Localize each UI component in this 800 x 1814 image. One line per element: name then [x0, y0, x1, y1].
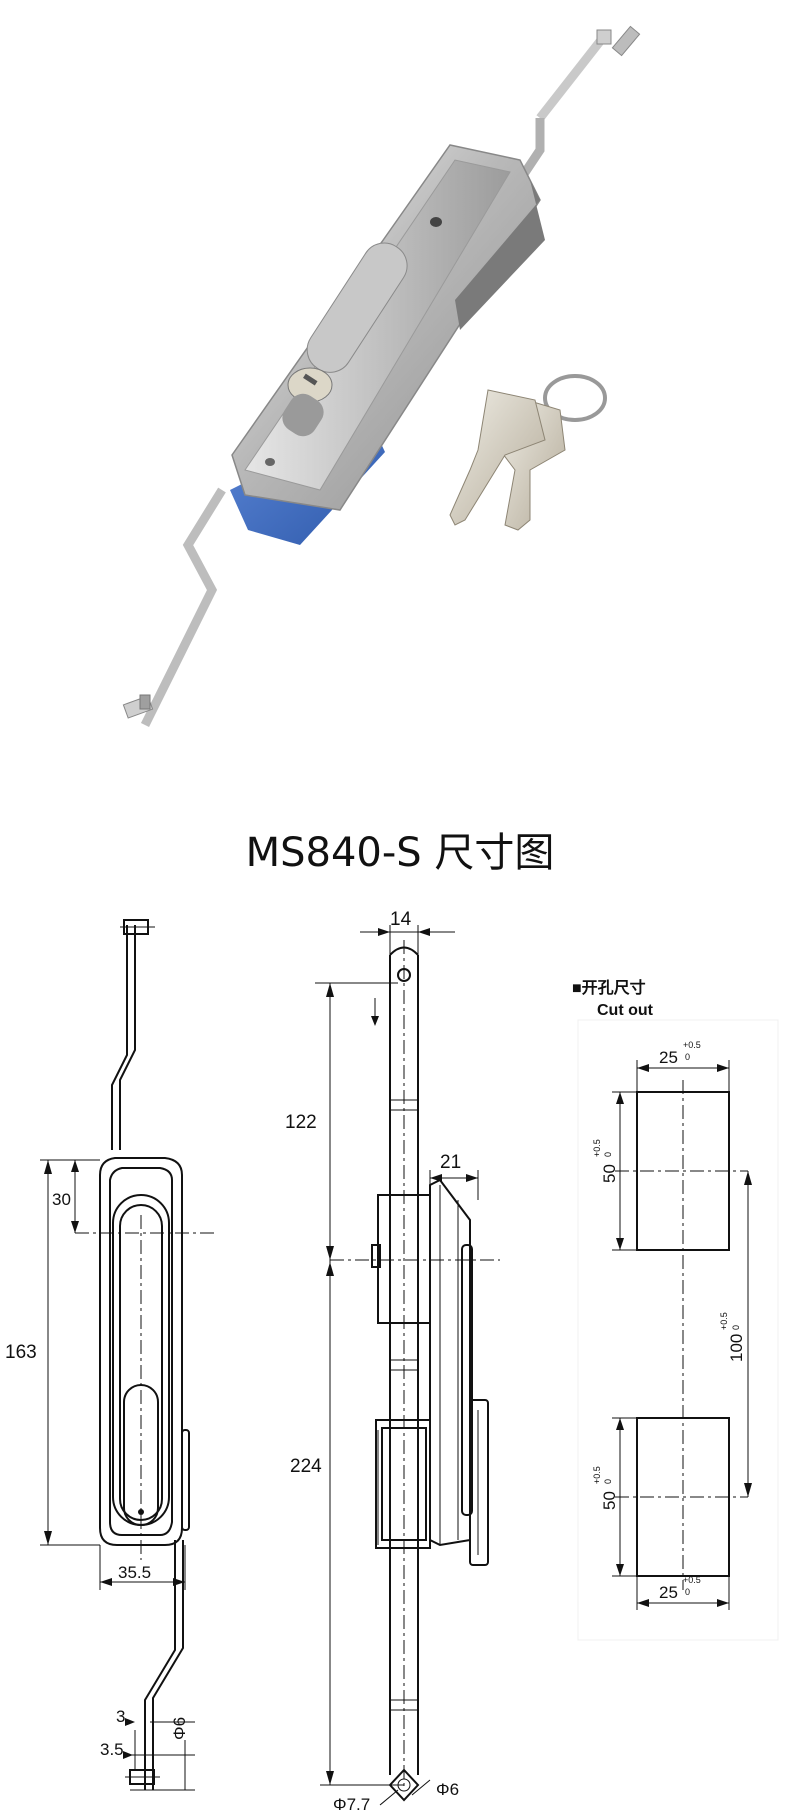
- lock-body: [231, 144, 545, 511]
- front-view: 14 122 21 224 Φ7.7 Φ6: [285, 909, 500, 1814]
- svg-text:0: 0: [731, 1325, 741, 1330]
- dim-35-5: 35.5: [118, 1563, 151, 1582]
- cutout-title-en: Cut out: [597, 1002, 654, 1019]
- cutout-title-cn: ■开孔尺寸: [572, 978, 646, 997]
- svg-text:+0.5: +0.5: [592, 1466, 602, 1484]
- svg-text:+0.5: +0.5: [683, 1040, 701, 1050]
- dim-122: 122: [285, 1112, 317, 1133]
- svg-text:0: 0: [603, 1152, 613, 1157]
- dim-14: 14: [390, 909, 412, 930]
- dim-phi-6: Φ6: [436, 1780, 459, 1799]
- dim-224: 224: [290, 1456, 322, 1477]
- dim-163: 163: [5, 1342, 37, 1363]
- cutout-h-bottom: 50: [600, 1491, 619, 1510]
- lower-rod: [122, 487, 226, 728]
- cutout-h-top: 50: [600, 1164, 619, 1183]
- keys-icon: [449, 374, 607, 531]
- dim-21: 21: [440, 1152, 461, 1173]
- product-photo: [122, 25, 641, 728]
- dim-30: 30: [52, 1190, 71, 1209]
- dim-phi-7-7: Φ7.7: [333, 1795, 370, 1814]
- cutout-w-top: 25: [659, 1048, 678, 1067]
- cutout-pitch: 100: [727, 1334, 746, 1362]
- svg-text:0: 0: [685, 1587, 690, 1597]
- svg-text:+0.5: +0.5: [592, 1139, 602, 1157]
- cutout-view: ■开孔尺寸 Cut out 25 +0.5 0 25 +0.5 0 50 +0: [572, 978, 779, 1641]
- svg-text:0: 0: [685, 1052, 690, 1062]
- svg-text:+0.5: +0.5: [719, 1312, 729, 1330]
- side-view: 30 163 35.5 3 3.5 Φ6: [5, 919, 215, 1791]
- cutout-w-bottom: 25: [659, 1583, 678, 1602]
- dim-phi-side: Φ6: [170, 1717, 189, 1740]
- key-cylinder: [282, 367, 333, 437]
- svg-text:0: 0: [603, 1479, 613, 1484]
- dim-3-5: 3.5: [100, 1740, 124, 1759]
- svg-text:+0.5: +0.5: [683, 1575, 701, 1585]
- dim-3: 3: [116, 1707, 125, 1726]
- drawing-title: MS840-S 尺寸图: [245, 830, 555, 876]
